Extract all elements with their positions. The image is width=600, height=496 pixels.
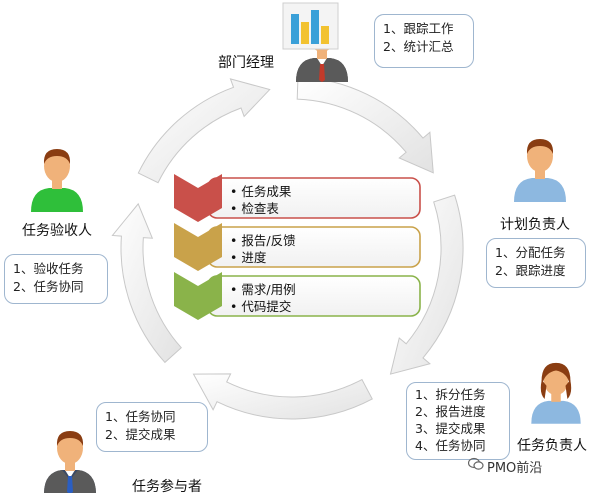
deliverable-item: 代码提交 — [230, 298, 296, 315]
avatar-participant — [44, 431, 96, 493]
callout-planner-item: 1、分配任务 — [495, 245, 566, 260]
deliverable-chevron — [174, 272, 222, 320]
role-label-task-owner: 任务负责人 — [517, 438, 587, 454]
callout-acceptor-item: 2、任务协同 — [13, 279, 84, 294]
avatar-planner — [514, 139, 566, 202]
cycle-arrow-5 — [137, 78, 271, 184]
cycle-arrow-3 — [192, 373, 373, 420]
callout-acceptor: 1、验收任务 2、任务协同 — [4, 254, 108, 304]
cycle-arrow-1 — [296, 76, 434, 174]
cycle-arrow-4 — [111, 202, 182, 364]
callout-task-owner-item: 3、提交成果 — [415, 421, 486, 436]
role-label-planner: 计划负责人 — [500, 217, 570, 233]
callout-acceptor-item: 1、验收任务 — [13, 261, 84, 276]
callout-planner-item: 2、跟踪进度 — [495, 263, 566, 278]
callout-task-owner-item: 1、拆分任务 — [415, 387, 486, 402]
deliverable-item: 需求/用例 — [230, 281, 295, 298]
deliverable-group-2: 报告/反馈 进度 — [230, 232, 296, 266]
deliverable-item: 报告/反馈 — [230, 232, 295, 249]
deliverable-chevron — [174, 174, 222, 222]
avatar-task-owner — [531, 362, 581, 424]
wechat-icon — [468, 457, 484, 470]
callout-task-owner: 1、拆分任务 2、报告进度 3、提交成果 4、任务协同 — [406, 382, 510, 460]
role-label-acceptor: 任务验收人 — [22, 223, 92, 239]
callout-task-owner-item: 2、报告进度 — [415, 404, 486, 419]
avatar-acceptor — [31, 149, 83, 212]
callout-participant-item: 1、任务协同 — [105, 409, 176, 424]
bar-chart-icon — [282, 2, 339, 50]
callout-participant: 1、任务协同 2、提交成果 — [96, 402, 208, 452]
role-label-participant: 任务参与者 — [132, 479, 202, 495]
callout-manager: 1、跟踪工作 2、统计汇总 — [374, 14, 474, 68]
cycle-ring — [111, 76, 464, 420]
deliverable-item: 检查表 — [230, 200, 291, 217]
callout-manager-item: 1、跟踪工作 — [383, 21, 454, 36]
deliverable-group-3: 需求/用例 代码提交 — [230, 281, 296, 315]
cycle-arrow-2 — [389, 194, 464, 375]
deliverable-group-1: 任务成果 检查表 — [230, 183, 291, 217]
role-label-manager: 部门经理 — [218, 55, 274, 71]
watermark-text: PMO前沿 — [487, 461, 543, 476]
deliverables-stack — [174, 174, 421, 320]
callout-participant-item: 2、提交成果 — [105, 427, 176, 442]
callout-manager-item: 2、统计汇总 — [383, 39, 454, 54]
deliverable-item: 任务成果 — [230, 183, 291, 200]
callout-task-owner-item: 4、任务协同 — [415, 438, 486, 453]
deliverable-chevron — [174, 223, 222, 271]
callout-planner: 1、分配任务 2、跟踪进度 — [486, 238, 586, 288]
deliverable-item: 进度 — [230, 249, 296, 266]
